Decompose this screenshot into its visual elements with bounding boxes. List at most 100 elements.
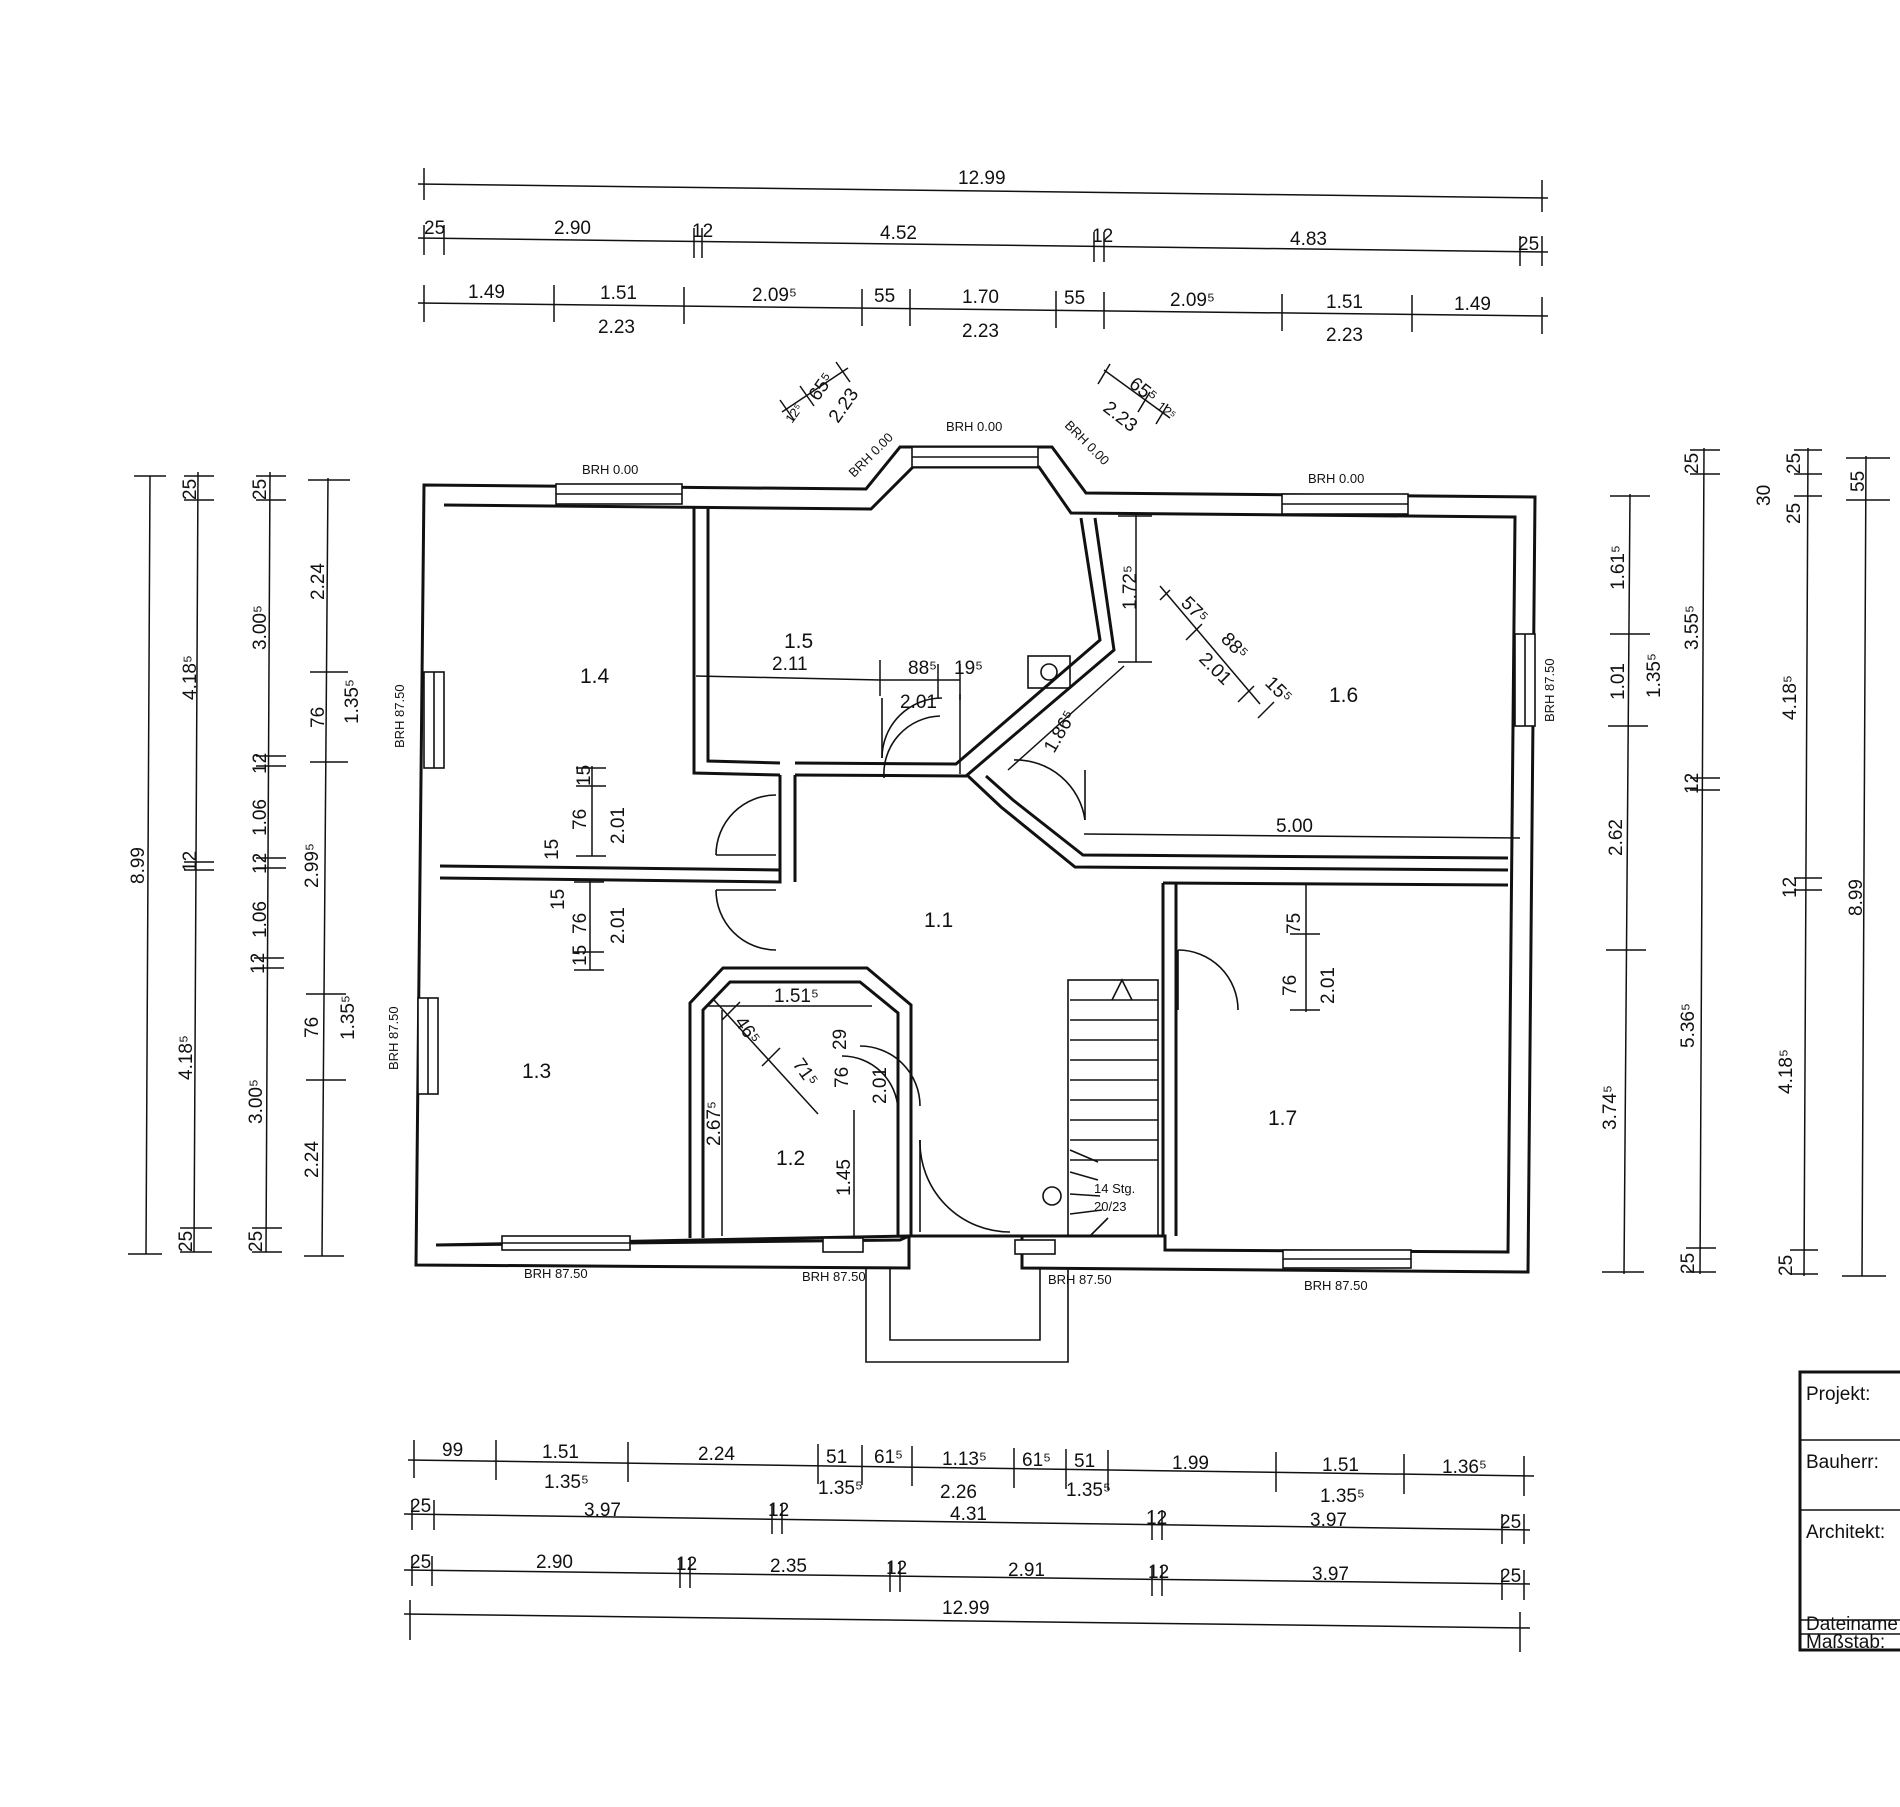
- dim-text: 2.01: [608, 807, 629, 844]
- dim-text: 12: [1146, 1508, 1167, 1529]
- room-label-1-6: 1.6: [1329, 684, 1358, 707]
- dim-text: 12: [1092, 226, 1113, 247]
- dim-text: 1.35⁵: [544, 1472, 589, 1493]
- dim-text: 25: [180, 479, 201, 500]
- dim-text: 2.23: [598, 317, 635, 338]
- dim-text: 25: [424, 218, 445, 239]
- dim-text: 12: [250, 753, 271, 774]
- brh-label: BRH 0.00: [846, 430, 896, 480]
- dim-text: 1.51⁵: [774, 986, 819, 1007]
- room-label-1-3: 1.3: [522, 1060, 551, 1083]
- dim-text: 2.24: [698, 1444, 735, 1465]
- dim-text: 3.97: [584, 1500, 621, 1521]
- dim-text: 76: [308, 707, 329, 728]
- dim-text: 25: [1784, 503, 1805, 524]
- dim-text: 12⁵: [782, 401, 806, 426]
- title-block: Projekt: Bauherr: Architekt: Dateiname M…: [1798, 1370, 1900, 1653]
- bauherr-label: Bauherr:: [1806, 1452, 1879, 1473]
- dim-text: 76: [570, 809, 591, 830]
- dim-text: 12: [768, 1500, 789, 1521]
- chimney-icon: [1027, 655, 1071, 689]
- dim-text: 2.99⁵: [302, 843, 323, 888]
- brh-label: BRH 87.50: [802, 1269, 866, 1284]
- interior-dimensions: 2.11 88⁵ 19⁵ 2.01 1.72⁵ 57⁵ 88⁵ 2.01 15⁵…: [542, 514, 1521, 1236]
- stair-label-line2: 20/23: [1094, 1199, 1127, 1214]
- dim-text: 1.06: [250, 901, 271, 938]
- dim-text: 15⁵: [1260, 673, 1295, 708]
- room-labels: 1.4 1.5 1.6 1.1 1.3 1.2 1.7: [522, 630, 1358, 1170]
- dim-text: 5.00: [1276, 816, 1313, 837]
- dim-text: 1.72⁵: [1120, 565, 1141, 610]
- dim-text: 61⁵: [874, 1447, 903, 1468]
- dim-text: 1.45: [834, 1159, 855, 1196]
- dim-text: 4.31: [950, 1504, 987, 1525]
- dim-text: 3.97: [1312, 1564, 1349, 1585]
- brh-label: BRH 0.00: [582, 462, 638, 477]
- dim-text: 2.26: [940, 1482, 977, 1503]
- dim-text: 1.35⁵: [1644, 653, 1665, 698]
- dim-text: 5.36⁵: [1678, 1003, 1699, 1048]
- dim-text: 1.35⁵: [1320, 1486, 1365, 1507]
- dim-text: 25: [1500, 1566, 1521, 1587]
- dim-text: 25: [1682, 453, 1703, 474]
- dim-text: 4.18⁵: [1780, 675, 1801, 720]
- brh-label: BRH 87.50: [524, 1266, 588, 1281]
- dim-text: 1.49: [1454, 294, 1491, 315]
- dim-text: 1.35⁵: [338, 995, 359, 1040]
- dim-text: 4.83: [1290, 229, 1327, 250]
- dim-text: 1.35⁵: [818, 1478, 863, 1499]
- dim-text: 12: [676, 1554, 697, 1575]
- dim-text: 2.24: [302, 1141, 323, 1178]
- dim-text: 1.51: [542, 1442, 579, 1463]
- dim-text: 1.51: [1322, 1455, 1359, 1476]
- dim-text: 15: [542, 839, 563, 860]
- dim-text: 2.90: [536, 1552, 573, 1573]
- dim-text: 1.35⁵: [1066, 1480, 1111, 1501]
- dim-text: 2.11: [772, 654, 808, 675]
- dim-text: 2.09⁵: [1170, 290, 1215, 311]
- dim-text: 12: [180, 851, 201, 872]
- brh-label: BRH 0.00: [946, 419, 1002, 434]
- room-label-1-7: 1.7: [1268, 1107, 1297, 1130]
- projekt-label: Projekt:: [1806, 1384, 1870, 1405]
- dim-text: 2.35: [770, 1556, 807, 1577]
- dim-text: 61⁵: [1022, 1450, 1051, 1471]
- dim-text: 19⁵: [954, 658, 983, 679]
- dim-text: 1.13⁵: [942, 1449, 987, 1470]
- dim-text: 12: [1682, 773, 1703, 794]
- brh-label: BRH 0.00: [1308, 471, 1364, 486]
- dim-text: 46⁵: [730, 1013, 764, 1049]
- room-label-1-2: 1.2: [776, 1147, 805, 1170]
- dim-text: 25: [1500, 1512, 1521, 1533]
- dim-text: 65⁵: [1125, 373, 1161, 407]
- dim-text: 25: [410, 1496, 431, 1517]
- dim-text: 88⁵: [908, 658, 937, 679]
- dim-text: 2.23: [962, 321, 999, 342]
- dim-text: 15: [548, 889, 569, 910]
- dim-text: 12: [692, 221, 713, 242]
- dim-text: 2.67⁵: [704, 1101, 725, 1146]
- dim-text: 15: [574, 765, 595, 786]
- entrance-canopy: [865, 1268, 1069, 1363]
- dim-text: 57⁵: [1176, 593, 1211, 628]
- dim-text: 1.86⁵: [1040, 707, 1081, 756]
- dim-text: 1.99: [1172, 1453, 1209, 1474]
- dim-text: 2.62: [1606, 819, 1627, 856]
- dim-text: 3.55⁵: [1682, 605, 1703, 650]
- staircase: 14 Stg. 20/23: [1042, 978, 1159, 1237]
- dim-text: 2.01: [900, 692, 937, 713]
- dim-text: 55: [1848, 471, 1869, 492]
- dim-text: 1.01: [1608, 663, 1629, 700]
- dim-text: 2.01: [870, 1067, 891, 1104]
- stair-label-line1: 14 Stg.: [1094, 1181, 1135, 1196]
- dim-text: 4.18⁵: [176, 1035, 197, 1080]
- dim-text: 1.06: [250, 799, 271, 836]
- brh-label: BRH 87.50: [392, 684, 407, 748]
- bottom-dimensions: 99 1.51 2.24 51 61⁵ 1.13⁵ 61⁵ 51 1.99 1.…: [403, 1440, 1535, 1652]
- dim-text: 29: [830, 1029, 851, 1050]
- dim-text: 3.00⁵: [250, 605, 271, 650]
- dim-text: 2.23: [1099, 397, 1141, 436]
- dim-text: 1.51: [1326, 292, 1363, 313]
- dim-text: 12: [1780, 877, 1801, 898]
- brh-label: BRH 0.00: [1062, 418, 1112, 468]
